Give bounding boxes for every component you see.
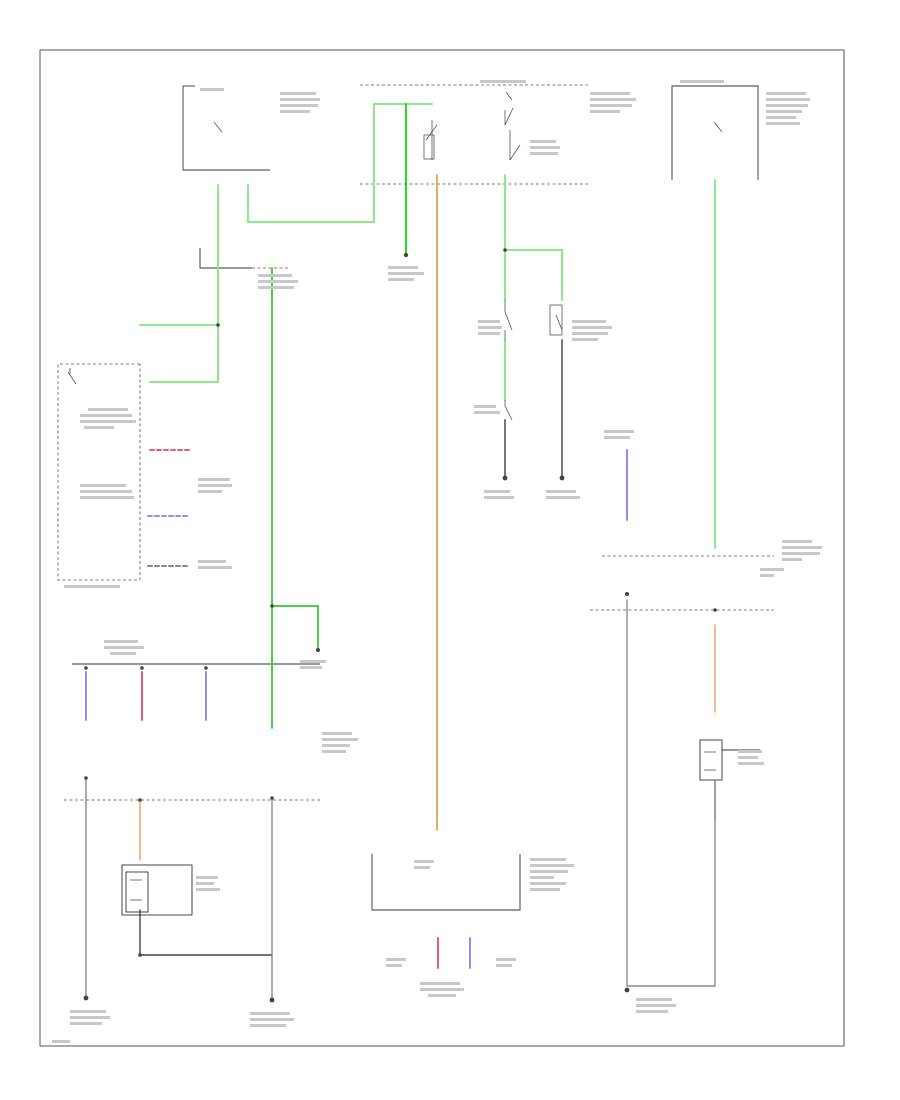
splices <box>84 248 717 957</box>
splice-icon <box>270 796 274 800</box>
splice-icon <box>625 592 629 596</box>
wire-gray-right <box>626 599 716 987</box>
splice-icon <box>138 798 142 802</box>
right-motor-box <box>699 739 723 781</box>
wire-dark-left <box>139 909 273 956</box>
splice-icon <box>140 666 144 670</box>
fuse-box-left <box>182 86 270 171</box>
ground-icon <box>624 987 630 993</box>
ground-icon <box>83 995 89 1001</box>
wire-green-branch-right <box>271 605 319 649</box>
switch-icon <box>549 304 563 336</box>
wire-green-left <box>149 184 219 383</box>
fuse-box-right <box>671 85 759 180</box>
splice-icon <box>270 604 274 608</box>
splice-icon <box>204 666 208 670</box>
relay-box <box>199 248 252 269</box>
wire-lightgreen-top <box>247 103 433 223</box>
component-outlines <box>57 84 774 916</box>
splice-icon <box>316 648 320 652</box>
splice-icon <box>216 323 220 327</box>
ground-icon <box>269 997 275 1003</box>
motor-icon <box>130 751 716 901</box>
wire-green-center-right <box>504 174 563 301</box>
relay-icon <box>423 120 438 160</box>
switches <box>67 91 723 901</box>
label-marks <box>52 80 822 1043</box>
ground-icon <box>502 475 508 481</box>
splice-icon <box>713 608 717 612</box>
climate-control-unit <box>57 363 141 581</box>
switch-icon <box>504 107 521 161</box>
left-motor-box <box>121 864 193 916</box>
switch-icon <box>504 300 513 421</box>
wires <box>85 103 716 1001</box>
splice-icon <box>84 776 88 780</box>
splice-icon <box>84 666 88 670</box>
splice-icon <box>138 953 142 957</box>
splice-icon <box>403 252 409 258</box>
page-frame <box>39 49 845 1047</box>
splice-icon <box>503 248 507 252</box>
fuse-icon <box>213 91 723 133</box>
center-control-unit <box>371 854 521 911</box>
ground-icon <box>559 475 565 481</box>
grounds <box>83 475 630 1003</box>
switch-icon <box>67 368 77 385</box>
